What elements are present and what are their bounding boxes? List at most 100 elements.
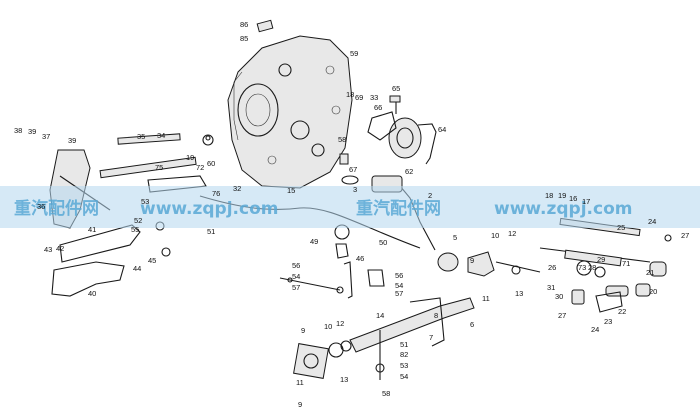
callout-number: 13 [515,289,523,298]
callout-number: 46 [356,254,364,263]
callout-number: 51 [207,227,215,236]
callout-number: 49 [310,237,318,246]
callout-number: 27 [558,311,566,320]
callout-number: 71 [622,259,630,268]
callout-number: 14 [376,311,384,320]
callout-number: 85 [240,34,248,43]
callout-number: 33 [370,93,378,102]
callout-number: 45 [148,256,156,265]
callout-number: 16 [569,194,577,203]
callout-number: 13 [340,375,348,384]
callout-number: 30 [555,292,563,301]
callout-number: 31 [547,283,555,292]
callout-number: 86 [240,20,248,29]
callout-number: 57 [292,283,300,292]
callout-number: 64 [438,125,446,134]
watermark-text: www.zqpj.com [140,199,278,219]
callout-number: 7 [429,333,433,342]
callout-number: 62 [405,167,413,176]
release-bearing-assembly [367,95,437,165]
callout-number: 72 [196,163,204,172]
callout-number: 53 [400,361,408,370]
callout-number: 32 [233,184,241,193]
callout-number: 50 [379,238,387,247]
callout-number: 9 [470,256,474,265]
callout-number: 21 [646,268,654,277]
callout-number: 66 [374,103,382,112]
callout-number: 12 [508,229,516,238]
callout-number: 56 [292,261,300,270]
callout-number: 23 [604,317,612,326]
callout-number: 60 [207,159,215,168]
callout-number: 39 [68,136,76,145]
watermark-text: 重汽配件网 [14,198,99,219]
callout-number: 54 [292,272,300,281]
callout-number: 24 [648,217,656,226]
callout-number: 75 [155,163,163,172]
watermark-band [0,186,700,228]
callout-number: 73 [578,263,586,272]
callout-number: 42 [56,244,64,253]
callout-number: 25 [617,223,625,232]
callout-number: 35 [137,132,145,141]
callout-number: 18 [346,90,354,99]
callout-number: 10 [491,231,499,240]
callout-number: 57 [395,289,403,298]
callout-number: 55 [131,225,139,234]
callout-number: 11 [296,378,304,387]
callout-number: 52 [134,216,142,225]
callout-number: 69 [355,93,363,102]
callout-number: 10 [324,322,332,331]
callout-number: 17 [582,197,590,206]
callout-number: 36 [37,202,45,211]
callout-number: 56 [395,271,403,280]
callout-number: 41 [88,225,96,234]
callout-number: 5 [453,233,457,242]
callout-number: 58 [382,389,390,398]
callout-number: 18 [545,191,553,200]
fittings-middle [334,153,385,299]
callout-number: 54 [395,281,403,290]
callout-number: 19 [186,153,194,162]
callout-number: 44 [133,264,141,273]
callout-number: 65 [392,84,400,93]
callout-number: 67 [349,165,357,174]
callout-number: 3 [353,185,357,194]
callout-number: 34 [157,131,165,140]
callout-number: 27 [681,231,689,240]
callout-number: 22 [618,307,626,316]
callout-number: 28 [588,263,596,272]
callout-number: 76 [212,189,220,198]
callout-number: 37 [42,132,50,141]
callout-number: 11 [482,294,490,303]
callout-number: 58 [338,135,346,144]
callout-number: 24 [591,325,599,334]
callout-number: 2 [428,191,432,200]
callout-number: 54 [400,372,408,381]
callout-number: 59 [350,49,358,58]
callout-number: 39 [28,127,36,136]
callout-number: 6 [470,320,474,329]
callout-number: 9 [301,326,305,335]
clutch-housing [227,19,353,189]
callout-number: 9 [298,400,302,409]
callout-number: 82 [400,350,408,359]
callout-number: 20 [649,287,657,296]
watermark-text: www.zqpj.com [494,199,632,219]
watermark-text: 重汽配件网 [356,198,441,219]
callout-number: 8 [434,311,438,320]
callout-number: 43 [44,245,52,254]
callout-number: 12 [336,319,344,328]
callout-number: 19 [558,191,566,200]
callout-number: 40 [88,289,96,298]
callout-number: 15 [287,186,295,195]
callout-number: 38 [14,126,22,135]
clutch-shaft [287,277,475,380]
watermark: 重汽配件网 www.zqpj.com 重汽配件网 www.zqpj.com [0,186,700,228]
callout-number: 51 [400,340,408,349]
callout-number: 26 [548,263,556,272]
callout-number: 53 [141,197,149,206]
